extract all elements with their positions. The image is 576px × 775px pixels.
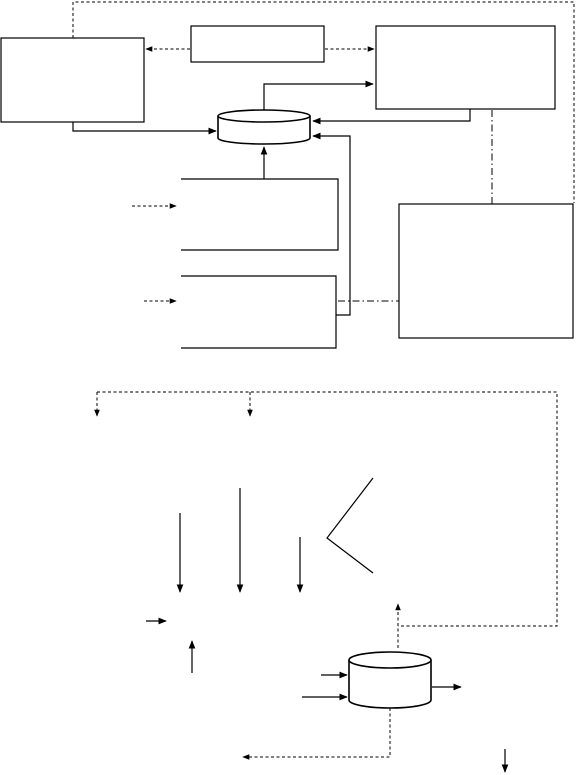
angle-bracket (326, 477, 374, 574)
arrow-left-box-to-db (72, 122, 217, 135)
left-process-box (0, 37, 145, 123)
bottom-database (348, 651, 432, 709)
feedback-line-to-db (312, 132, 351, 316)
arrow-db-to-top-right (263, 80, 374, 110)
dashed-arrow-db-bottom-left (242, 708, 391, 760)
outer-dotted-loop (72, 1, 575, 203)
middle-bracket-lower (181, 275, 337, 349)
dashed-bus-line (97, 391, 558, 627)
middle-bracket-upper (181, 178, 339, 251)
top-middle-box (190, 25, 325, 63)
right-big-box (398, 203, 574, 339)
top-right-box (375, 25, 556, 110)
arrow-top-right-to-db (312, 109, 471, 125)
top-database (217, 109, 311, 145)
